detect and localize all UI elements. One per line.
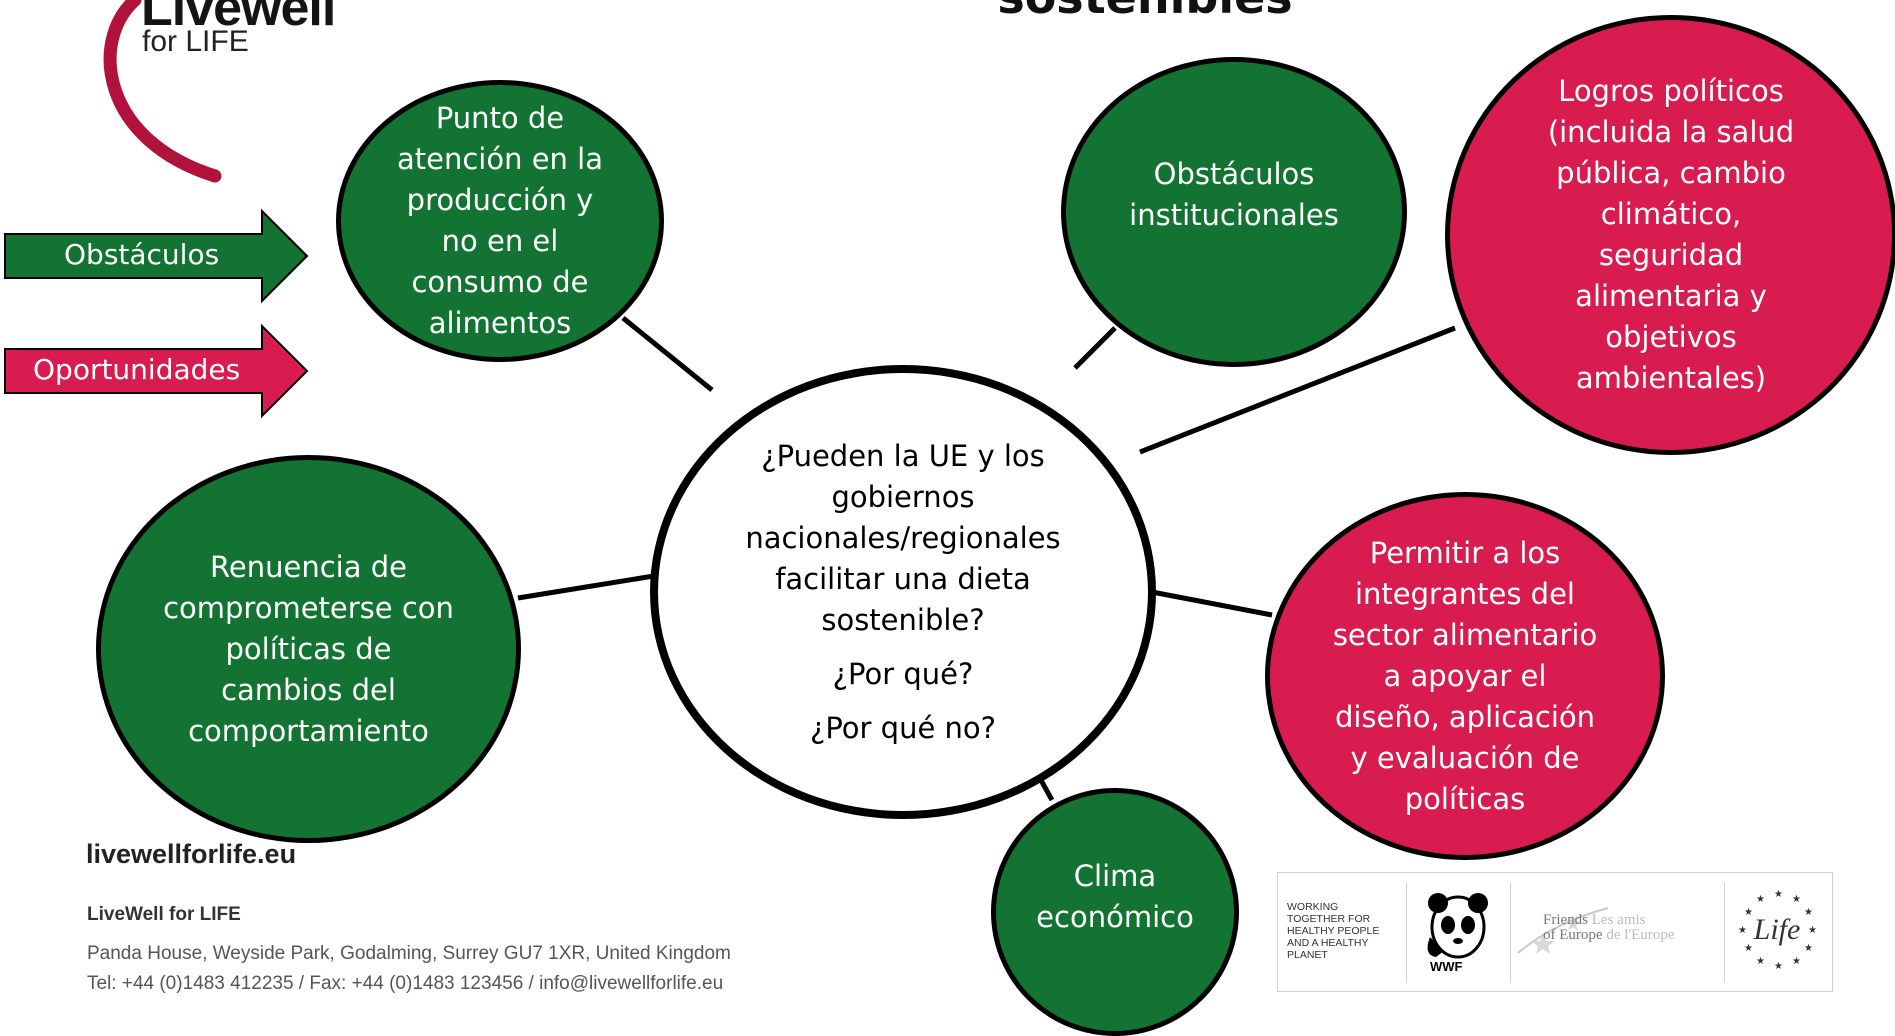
node-institutional: Obstáculos institucionales bbox=[1061, 57, 1407, 367]
svg-text:★: ★ bbox=[1804, 943, 1813, 954]
logo-subtitle: for LIFE bbox=[142, 25, 249, 58]
connector-political bbox=[1139, 325, 1456, 455]
svg-text:★: ★ bbox=[1774, 961, 1783, 972]
org-address: Panda House, Weyside Park, Godalming, Su… bbox=[87, 943, 731, 964]
page-title: sostenibles bbox=[980, 0, 1310, 40]
friends-fr: Les amis bbox=[1591, 912, 1646, 928]
node-political-achievements: Logros políticos (incluida la salud públ… bbox=[1445, 15, 1895, 455]
connector-production bbox=[621, 316, 714, 392]
partner-logos: WORKING TOGETHER FOR HEALTHY PEOPLE AND … bbox=[1277, 872, 1833, 992]
wwf-panda-icon bbox=[1427, 893, 1488, 959]
org-name: LiveWell for LIFE bbox=[87, 904, 241, 925]
node-political-achievements-text: Logros políticos (incluida la salud públ… bbox=[1547, 74, 1795, 395]
legend-obstacles: Obstáculos bbox=[0, 205, 310, 309]
site-url[interactable]: livewellforlife.eu bbox=[86, 839, 297, 869]
connector-behaviour bbox=[517, 572, 661, 601]
svg-text:★: ★ bbox=[1774, 889, 1783, 900]
svg-text:★: ★ bbox=[1756, 956, 1765, 967]
life-logo: ★★★ ★★★ ★★★ ★★★ Life bbox=[1734, 887, 1820, 973]
node-economic-climate-text: Clima económico bbox=[1036, 859, 1194, 934]
crimson-arrow-icon bbox=[4, 323, 309, 419]
node-production-focus: Punto de atención en la producción y no … bbox=[336, 80, 664, 362]
org-contact: Tel: +44 (0)1483 412235 / Fax: +44 (0)14… bbox=[87, 973, 724, 994]
svg-text:★: ★ bbox=[1804, 907, 1813, 918]
node-food-sector-text: Permitir a los integrantes del sector al… bbox=[1332, 535, 1598, 816]
center-why: ¿Por qué? bbox=[832, 656, 974, 691]
logo-word: Livewell bbox=[141, 0, 336, 37]
connector-food-sector bbox=[1151, 589, 1273, 618]
node-behaviour-change-text: Renuencia de comprometerse con políticas… bbox=[163, 549, 454, 748]
wwf-name: WWF bbox=[1430, 959, 1463, 974]
logo-swoosh-icon bbox=[103, 0, 222, 183]
svg-text:★: ★ bbox=[1744, 943, 1753, 954]
legend-opportunities: Oportunidades bbox=[0, 320, 310, 424]
partner-divider bbox=[1406, 883, 1407, 983]
partner-divider bbox=[1510, 883, 1511, 983]
node-production-focus-text: Punto de atención en la producción y no … bbox=[397, 101, 603, 340]
center-why-not: ¿Por qué no? bbox=[809, 710, 997, 745]
center-question: ¿Pueden la UE y los gobiernos nacionales… bbox=[650, 365, 1156, 819]
node-institutional-text: Obstáculos institucionales bbox=[1129, 156, 1339, 232]
center-question-text: ¿Pueden la UE y los gobiernos nacionales… bbox=[745, 438, 1061, 637]
legend-obstacles-label: Obstáculos bbox=[64, 238, 220, 271]
friends-stars-icon bbox=[1517, 907, 1609, 954]
partner-divider bbox=[1724, 883, 1725, 983]
svg-text:★: ★ bbox=[1808, 925, 1817, 936]
wwf-tagline: WORKING TOGETHER FOR HEALTHY PEOPLE AND … bbox=[1287, 901, 1380, 961]
green-arrow-icon bbox=[4, 208, 309, 304]
svg-text:★: ★ bbox=[1792, 956, 1801, 967]
friends-of-europe-text: Friends Les amis of Europe de l'Europe bbox=[1543, 913, 1674, 943]
friends-en: Friends bbox=[1543, 912, 1588, 928]
svg-text:★: ★ bbox=[1756, 894, 1765, 905]
connector-institutional bbox=[1073, 326, 1117, 370]
friends-fr-2: de l'Europe bbox=[1606, 927, 1675, 943]
svg-text:★: ★ bbox=[1792, 894, 1801, 905]
node-behaviour-change: Renuencia de comprometerse con políticas… bbox=[96, 455, 521, 843]
friends-en-2: of Europe bbox=[1543, 927, 1603, 943]
svg-text:★: ★ bbox=[1744, 907, 1753, 918]
node-food-sector: Permitir a los integrantes del sector al… bbox=[1265, 492, 1665, 860]
svg-text:★: ★ bbox=[1738, 925, 1747, 936]
livewell-logo: Livewell for LIFE bbox=[75, 0, 375, 190]
node-economic-climate: Clima económico bbox=[991, 788, 1239, 1036]
life-stars-icon: ★★★ ★★★ ★★★ ★★★ bbox=[1738, 889, 1817, 972]
legend-opportunities-label: Oportunidades bbox=[33, 353, 241, 386]
life-text: Life bbox=[1753, 913, 1801, 946]
